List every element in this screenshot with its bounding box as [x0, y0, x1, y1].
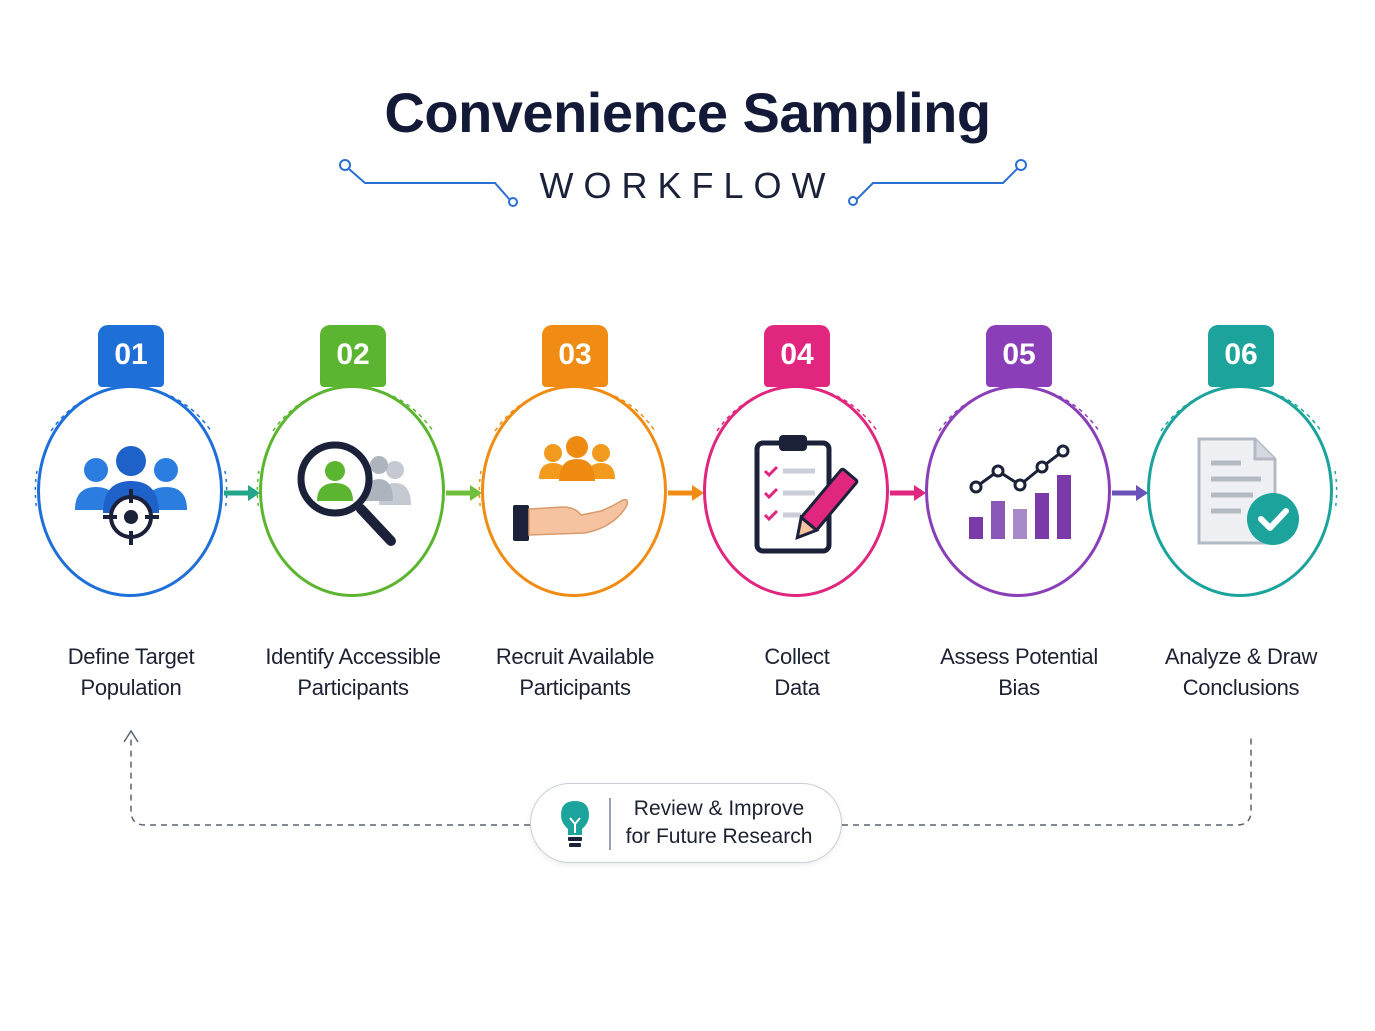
step-1-number-badge: 01 — [98, 325, 164, 387]
step-3-ring — [481, 385, 667, 597]
subtitle-left-decoration — [339, 159, 518, 207]
step-3-label: Recruit Available Participants — [455, 641, 695, 703]
lightbulb-icon — [561, 801, 589, 847]
step-1-label-line-1: Define Target — [67, 644, 195, 669]
arrow-3-to-4 — [668, 485, 704, 501]
clipboard-pencil-icon — [754, 435, 859, 554]
step-6-label: Analyze & Draw Conclusions — [1121, 641, 1361, 703]
arrow-4-to-5 — [890, 485, 926, 501]
step-4-label: Collect Data — [677, 641, 917, 703]
step-5-label-line-2: Bias — [998, 675, 1040, 700]
review-text-line-1: Review & Improve — [633, 797, 805, 820]
target-group-icon — [75, 446, 187, 545]
step-2-number-badge: 02 — [320, 325, 386, 387]
step-4: 04 Collect Data — [687, 325, 907, 705]
document-check-icon — [1197, 437, 1299, 545]
step-4-label-line-2: Data — [774, 675, 820, 700]
step-2-label-line-1: Identify Accessible — [265, 644, 441, 669]
step-5-label: Assess Potential Bias — [899, 641, 1139, 703]
bar-trend-chart-icon — [969, 444, 1071, 539]
step-6-label-line-2: Conclusions — [1182, 675, 1300, 700]
hand-group-icon — [513, 436, 629, 541]
review-improve-box: Review & Improve for Future Research — [530, 783, 842, 863]
review-text-line-2: for Future Research — [625, 825, 813, 848]
step-6-label-line-1: Analyze & Draw — [1164, 644, 1318, 669]
step-6-number-badge: 06 — [1208, 325, 1274, 387]
step-3-label-line-2: Participants — [519, 675, 631, 700]
step-4-label-line-1: Collect — [764, 644, 830, 669]
step-5-ring — [925, 385, 1111, 597]
page-title: Convenience Sampling — [384, 81, 991, 144]
step-4-number-badge: 04 — [764, 325, 830, 387]
review-divider — [609, 798, 611, 850]
page-subtitle: WORKFLOW — [539, 165, 836, 206]
step-2-label-line-2: Participants — [297, 675, 409, 700]
step-3-number-badge: 03 — [542, 325, 608, 387]
step-2-label: Identify Accessible Participants — [233, 641, 473, 703]
arrow-2-to-3 — [446, 485, 482, 501]
step-5-label-line-1: Assess Potential — [940, 644, 1098, 669]
step-2: 02 Identify Accessible Participants — [243, 325, 463, 705]
step-1-label: Define Target Population — [11, 641, 251, 703]
magnifier-person-icon — [297, 441, 411, 546]
subtitle-right-decoration — [848, 159, 1027, 206]
step-1: 01 Define Target Population — [21, 325, 241, 705]
step-6: 06 Analyze & Draw Conclusions — [1131, 325, 1351, 705]
arrow-5-to-6 — [1112, 485, 1148, 501]
step-3-label-line-1: Recruit Available — [495, 644, 655, 669]
step-3: 03 Recruit Available Participants — [465, 325, 685, 705]
review-text: Review & Improve for Future Research — [619, 795, 819, 851]
step-1-label-line-2: Population — [80, 675, 182, 700]
step-5: 05 Assess Potential Bias — [909, 325, 1129, 705]
step-5-number-badge: 05 — [986, 325, 1052, 387]
arrow-1-to-2 — [224, 485, 260, 501]
